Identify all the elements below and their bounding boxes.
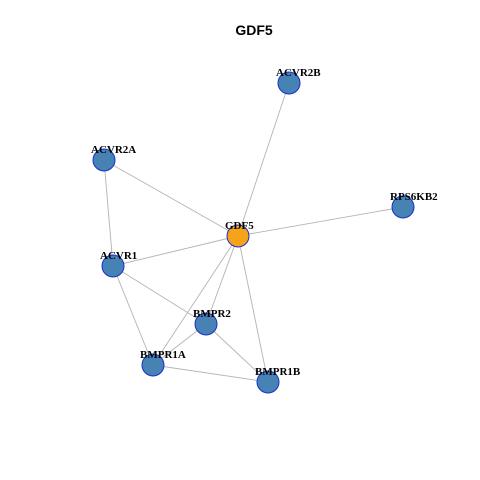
edge-acvr2a-acvr1 [103, 159, 114, 267]
node-bmpr2[interactable] [194, 312, 218, 336]
edge-gdf5-rps6kb2 [237, 206, 404, 237]
node-label-bmpr2: BMPR2 [193, 308, 231, 320]
graph-title: GDF5 [235, 22, 273, 38]
node-gdf5[interactable] [226, 224, 250, 248]
node-acvr2a[interactable] [92, 148, 116, 172]
node-bmpr1b[interactable] [256, 370, 280, 394]
node-layer [92, 71, 415, 394]
edge-gdf5-bmpr2 [205, 235, 239, 325]
edge-gdf5-bmpr1b [237, 235, 269, 383]
node-label-bmpr1a: BMPR1A [140, 349, 186, 361]
edge-gdf5-acvr1 [112, 235, 239, 267]
edge-gdf5-acvr2a [103, 159, 239, 237]
node-label-acvr1: ACVR1 [100, 250, 137, 262]
edge-gdf5-acvr2b [237, 82, 290, 237]
node-label-rps6kb2: RPS6KB2 [390, 191, 438, 203]
node-acvr2b[interactable] [277, 71, 301, 95]
node-label-acvr2a: ACVR2A [91, 144, 136, 156]
node-rps6kb2[interactable] [391, 195, 415, 219]
node-label-bmpr1b: BMPR1B [255, 366, 301, 378]
node-bmpr1a[interactable] [141, 353, 165, 377]
edge-layer [103, 82, 404, 383]
node-label-gdf5: GDF5 [225, 220, 254, 232]
edge-bmpr2-bmpr1b [205, 323, 269, 383]
edge-acvr1-bmpr2 [112, 265, 207, 325]
edge-gdf5-bmpr1a [152, 235, 239, 366]
node-acvr1[interactable] [101, 254, 125, 278]
edge-bmpr1a-bmpr1b [152, 364, 269, 383]
node-label-acvr2b: ACVR2B [276, 67, 321, 79]
edge-acvr1-bmpr1a [112, 265, 154, 366]
